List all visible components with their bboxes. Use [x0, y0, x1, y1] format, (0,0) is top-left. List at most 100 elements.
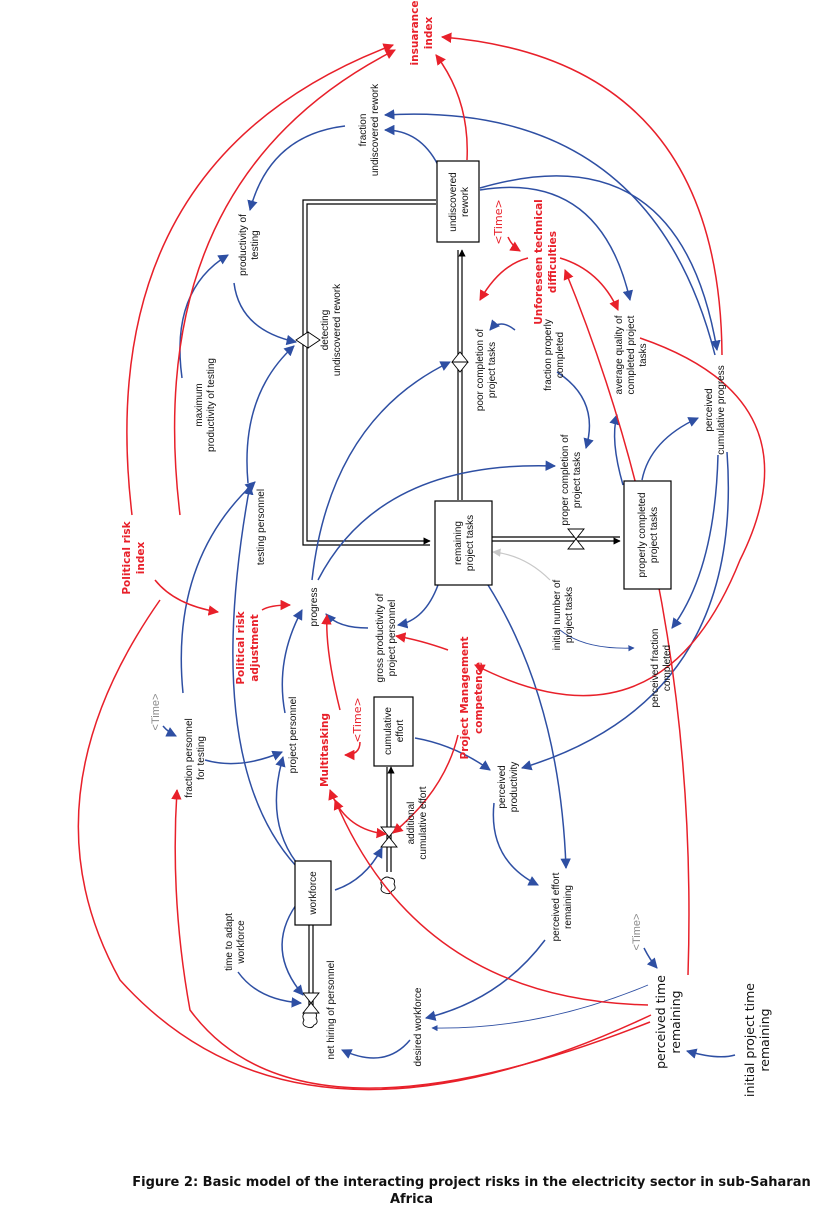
stock-workforce[interactable] [294, 860, 332, 926]
valve-icon [302, 992, 320, 1014]
label-initial-number-tasks: initial number ofproject tasks [552, 579, 575, 650]
link-perceived-progress-to-fraction [383, 109, 716, 356]
label-progress: progress [309, 588, 320, 627]
label-fraction-undiscovered: fractionundiscovered rework [358, 83, 381, 176]
link-multitasking-to-progress [321, 613, 341, 711]
link-fpc-to-proper [556, 371, 594, 450]
link-workforce-to-additional [334, 847, 383, 891]
caption-line-2: Africa [389, 1192, 434, 1207]
label-poor-completion: poor completion ofproject tasks [475, 329, 498, 411]
label-productivity-testing: productivity oftesting [238, 214, 261, 276]
link-peffort-to-desired [424, 939, 546, 1021]
label-perceived-time-remaining: perceived timeremaining [653, 975, 683, 1069]
label-gross-productivity: gross productivity ofproject personnel [375, 593, 398, 682]
link-testing-to-detecting [246, 345, 295, 484]
link-initial-to-remaining [492, 548, 551, 581]
causal-loop-diagram: undiscoveredrework remainingproject task… [77, 1, 772, 1097]
link-unforeseen-to-poor [479, 257, 529, 301]
label-fraction-personnel-testing: fraction personnelfor testing [184, 718, 207, 798]
label-remaining-project-tasks: remainingproject tasks [453, 515, 476, 571]
stock-cumulative-effort[interactable] [373, 696, 414, 767]
link-politicalindex-to-insurance [126, 43, 394, 516]
label-testing-personnel: testing personnel [256, 489, 267, 565]
label-max-productivity: maximumproductivity of testing [194, 358, 217, 452]
link-pm-to-gross [394, 632, 449, 651]
label-time-shadow-fpt: <Time> [150, 694, 162, 731]
stock-remaining-project-tasks[interactable] [434, 500, 493, 586]
link-progress-to-proper [317, 460, 557, 581]
link-avgquality-to-pm [474, 337, 766, 697]
link-time-to-ptime [643, 947, 658, 969]
risk-links [77, 32, 766, 1091]
link-perceived-to-insurance [440, 32, 723, 356]
label-additional-effort: additionalcumulative effort [406, 786, 429, 859]
stock-undiscovered-rework[interactable] [436, 160, 480, 243]
source-cloud-icon [380, 876, 396, 895]
link-adjustment-to-insurance [173, 49, 396, 516]
label-proper-completion: proper completion ofproject tasks [560, 434, 583, 525]
label-perceived-fraction-completed: perceived fractioncompleted [650, 629, 673, 708]
label-fraction-properly-completed: fraction properlycompleted [543, 319, 566, 391]
link-gross-to-progress [325, 613, 369, 629]
link-desired-to-hiring [341, 1039, 411, 1059]
label-perceived-cumulative-progress: perceivedcumulative progress [704, 365, 727, 454]
link-multitasking-to-additional [328, 789, 388, 839]
stocks [294, 160, 672, 926]
link-fpt-to-personnel [204, 750, 283, 765]
label-time-shadow-ptime: <Time> [631, 914, 643, 951]
link-unforeseen-to-avgquality [559, 257, 619, 311]
link-time-adapt-to-hiring [237, 971, 303, 1008]
link-workforce-to-hiring [281, 904, 304, 996]
link-ptime-to-unforeseen [563, 269, 690, 976]
link-fpt-to-testing [180, 481, 256, 694]
stock-properly-completed[interactable] [623, 480, 672, 590]
causal-links [162, 109, 736, 1059]
link-ptime-to-multitasking [333, 799, 649, 1006]
pipe-detecting-rework [302, 199, 436, 546]
link-progress-to-poor [311, 361, 451, 581]
link-proper-to-perceived [641, 417, 699, 481]
link-initial-to-pfc [559, 629, 635, 652]
link-workforce-to-testing [232, 483, 297, 867]
link-rework-to-avgquality [479, 186, 633, 302]
link-ptime-to-desired [431, 984, 649, 1032]
link-fraction-to-productivity [247, 125, 346, 212]
link-rework-to-insurance [435, 54, 468, 161]
link-ptime-to-fpt [171, 788, 651, 1089]
pipes [295, 199, 621, 1029]
label-average-quality: average quality ofcompleted projecttasks [614, 315, 649, 394]
link-workforce-to-personnel [275, 755, 297, 863]
label-net-hiring: net hiring of personnel [326, 961, 337, 1060]
label-initial-project-time: initial project timeremaining [742, 983, 772, 1097]
label-multitasking: Multitasking [319, 713, 331, 787]
link-perceived-to-pproductivity [520, 451, 730, 771]
link-adjustment-to-progress [261, 599, 292, 611]
label-properly-completed: properly completedproject tasks [637, 492, 660, 577]
label-time-to-adapt: time to adaptworkforce [224, 913, 247, 971]
labels: undiscoveredrework remainingproject task… [121, 1, 772, 1097]
valve-icon [380, 826, 398, 848]
source-cloud-icon [302, 1010, 318, 1029]
label-time-shadow-multitasking: <Time> [351, 697, 364, 742]
link-rework-to-perceived-progress [479, 175, 721, 352]
label-cumulative-effort: cumulativeeffort [383, 707, 406, 755]
figure-caption: Figure 2: Basic model of the interacting… [0, 1174, 823, 1208]
label-detecting-rework: detectingundiscovered rework [320, 283, 343, 376]
link-fpc-to-poor [489, 319, 516, 331]
link-pm-to-additional [392, 734, 459, 834]
label-workforce: workforce [308, 871, 319, 916]
link-proper-to-avgquality [609, 413, 624, 486]
link-max-to-productivity [179, 254, 229, 379]
link-ptime-big-arc [77, 599, 652, 1091]
link-productivity-to-detecting [233, 282, 298, 346]
link-perceived-to-pfc [671, 454, 719, 629]
caption-line-1: Figure 2: Basic model of the interacting… [132, 1175, 811, 1190]
link-pproductivity-to-peffort [492, 802, 539, 886]
label-desired-workforce: desired workforce [413, 987, 424, 1066]
link-time-to-multitasking [343, 741, 361, 761]
